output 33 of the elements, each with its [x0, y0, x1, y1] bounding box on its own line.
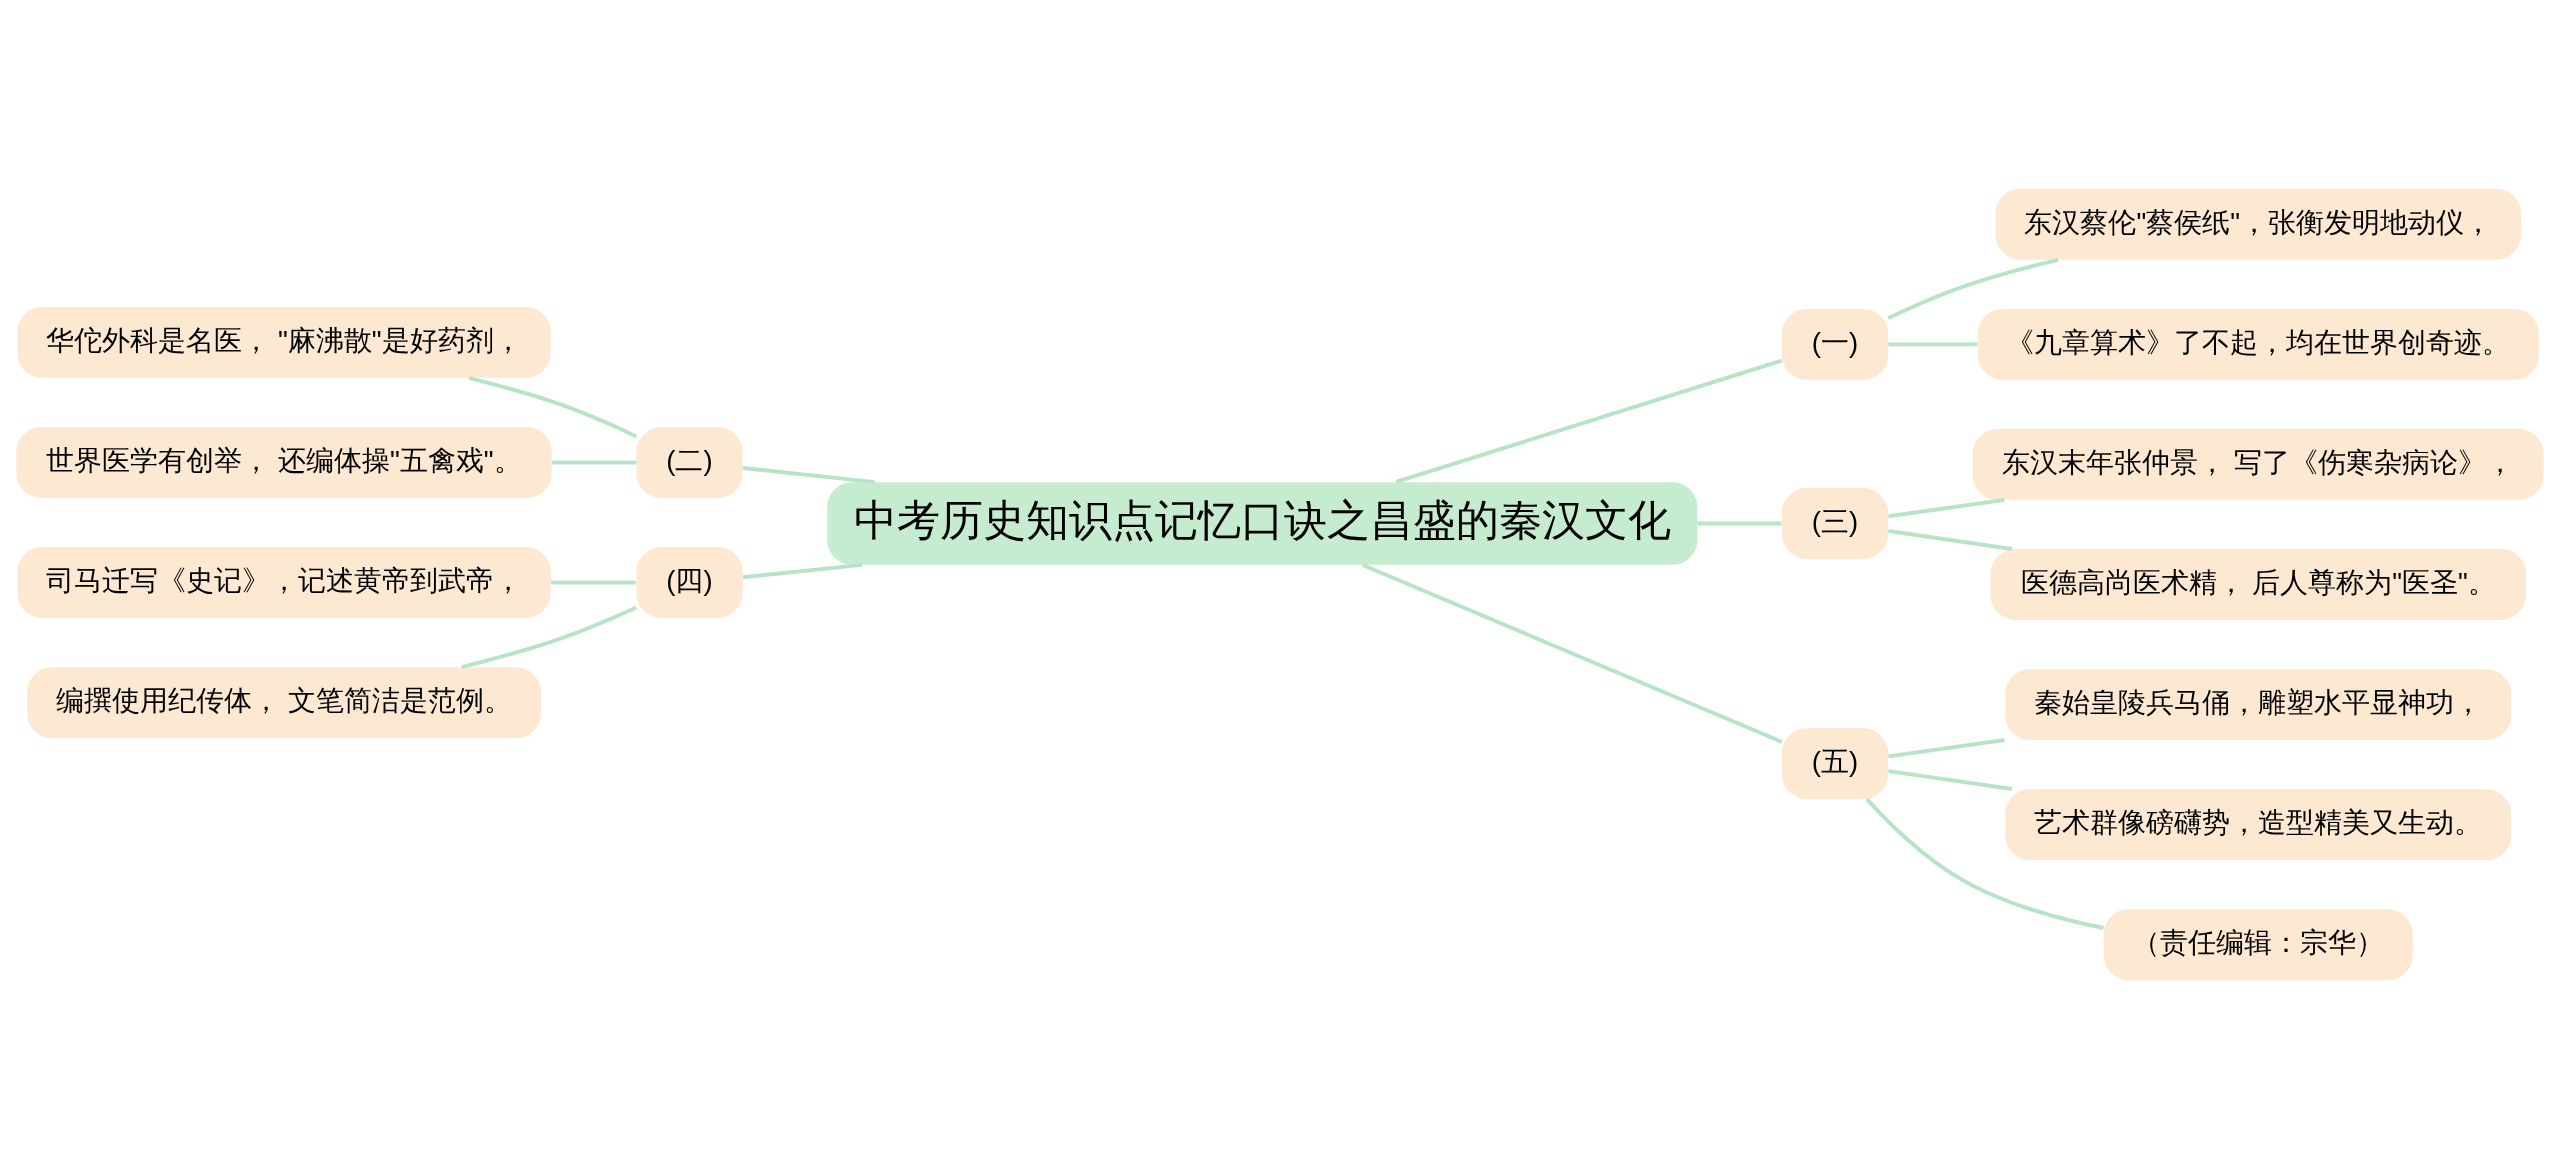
node-box: 司马迁写《史记》，记述黄帝到武帝，	[17, 546, 551, 618]
connector	[742, 562, 863, 579]
node-box: 编撰使用纪传体， 文笔简洁是范例。	[27, 666, 541, 738]
connector	[1361, 562, 1783, 744]
node-box: 秦始皇陵兵马俑，雕塑水平显神功，	[2005, 668, 2512, 740]
node-box: 医德高尚医术精， 后人尊称为"医圣"。	[1990, 548, 2526, 620]
connector	[1888, 497, 2005, 518]
node-box: (一)	[1781, 308, 1889, 380]
node-box: 中考历史知识点记忆口诀之昌盛的秦汉文化	[827, 481, 1698, 565]
connector	[468, 375, 638, 438]
connector	[742, 465, 875, 484]
node-box: （责任编辑：宗华）	[2103, 908, 2413, 980]
connector	[461, 605, 637, 669]
node-box: (三)	[1781, 487, 1889, 559]
connector	[1888, 528, 2013, 551]
node-box: (二)	[636, 426, 743, 498]
connector	[1888, 768, 2013, 791]
connector	[1888, 341, 1978, 346]
connector	[1865, 797, 2104, 930]
node-box: 东汉末年张仲景， 写了《伤寒杂病论》，	[1972, 428, 2544, 500]
connector	[552, 460, 637, 464]
node-box: 艺术群像磅礴势，造型精美又生动。	[2005, 788, 2512, 860]
connector	[1887, 257, 2059, 320]
node-box: 华佗外科是名医， "麻沸散"是好药剂，	[17, 306, 551, 378]
node-box: (四)	[636, 546, 743, 618]
connector	[1697, 521, 1782, 525]
node-box: 《九章算术》了不起，均在世界创奇迹。	[1977, 308, 2539, 380]
connector	[1395, 358, 1783, 484]
node-box: (五)	[1781, 727, 1889, 799]
node-box: 东汉蔡伦"蔡侯纸"，张衡发明地动仪，	[1995, 188, 2521, 260]
node-box: 世界医学有创举， 还编体操"五禽戏"。	[16, 426, 552, 498]
connector	[1888, 737, 2005, 758]
connector	[551, 580, 636, 584]
